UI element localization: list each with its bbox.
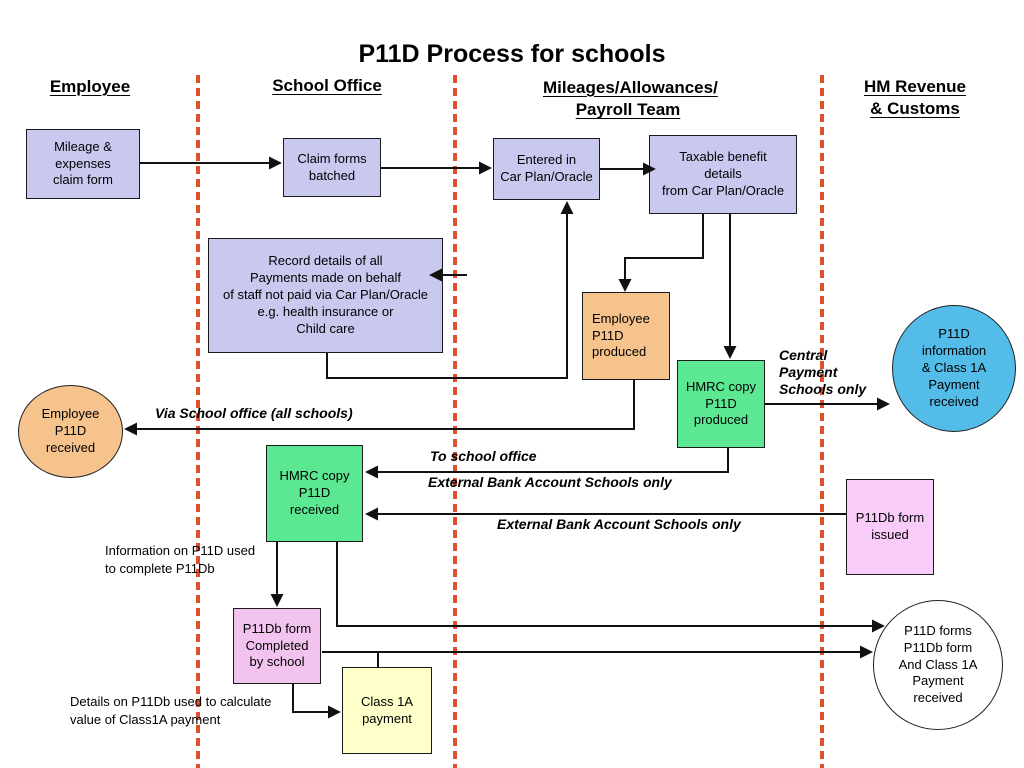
annotation-info-p11d: Information on P11D used to complete P11…: [105, 543, 256, 576]
node-hmrc-copy-p11d-received: HMRC copy P11D received: [266, 445, 363, 542]
node-label: Entered in Car Plan/Oracle: [500, 152, 593, 184]
annotation-details-p11db: Details on P11Db used to calculate value…: [70, 694, 272, 727]
node-label: HMRC copy P11D produced: [685, 378, 757, 428]
node-p11db-form-completed: P11Db form Completed by school: [233, 608, 321, 684]
node-label: Class 1A payment: [360, 693, 414, 726]
page-title: P11D Process for schools: [358, 40, 666, 68]
node-p11d-info-received: P11D information & Class 1A Payment rece…: [892, 305, 1016, 432]
node-hmrc-copy-p11d-produced: HMRC copy P11D produced: [677, 360, 765, 448]
node-record-details: Record details of all Payments made on b…: [208, 238, 443, 353]
lane-header-school-office: School Office: [272, 76, 382, 95]
node-label: Claim forms batched: [297, 150, 367, 183]
node-label: Record details of all Payments made on b…: [223, 253, 428, 336]
node-label: P11Db form Completed by school: [242, 620, 312, 670]
node-label: Mileage & expenses claim form: [53, 138, 113, 188]
node-class1a-payment: Class 1A payment: [342, 667, 432, 754]
arrow-taxable-to-employee-p11d: [618, 214, 704, 292]
node-p11d-forms-received: P11D forms P11Db form And Class 1A Payme…: [873, 600, 1003, 730]
node-mileage-claim-form: Mileage & expenses claim form: [26, 129, 140, 199]
lane-divider-1: [196, 75, 200, 768]
node-label: P11Db form issued: [855, 510, 925, 542]
node-label: Taxable benefit details from Car Plan/Or…: [661, 149, 785, 198]
node-label: Employee P11D received: [41, 406, 100, 455]
annotation-external-bank-1: External Bank Account Schools only: [428, 474, 672, 490]
arrow-received-to-forms-circle: [336, 542, 885, 633]
lane-header-hm-revenue: HM Revenue & Customs: [863, 77, 967, 119]
node-employee-p11d-produced: Employee P11D produced: [582, 292, 670, 380]
node-p11db-form-issued: P11Db form issued: [846, 479, 934, 575]
node-employee-p11d-received: Employee P11D received: [18, 385, 123, 478]
lane-divider-3: [820, 75, 824, 768]
lane-header-employee: Employee: [49, 77, 131, 96]
node-claim-forms-batched: Claim forms batched: [283, 138, 381, 197]
annotation-via-school-office: Via School office (all schools): [155, 405, 353, 421]
annotation-central-payment: Central Payment Schools only: [779, 347, 867, 398]
arrow-produced-to-received: [365, 448, 729, 479]
node-entered-car-plan: Entered in Car Plan/Oracle: [493, 138, 600, 200]
lane-divider-2: [453, 75, 457, 768]
node-label: P11D forms P11Db form And Class 1A Payme…: [898, 622, 978, 706]
node-label: HMRC copy P11D received: [279, 468, 350, 517]
lane-header-payroll-team: Mileages/Allowances/ Payroll Team: [543, 78, 718, 120]
annotation-external-bank-2: External Bank Account Schools only: [497, 516, 741, 532]
node-label: Employee P11D produced: [592, 310, 650, 360]
node-taxable-benefit: Taxable benefit details from Car Plan/Or…: [649, 135, 797, 214]
node-label: P11D information & Class 1A Payment rece…: [921, 326, 987, 409]
annotation-to-school-office: To school office: [430, 448, 537, 464]
arrow-completed-to-class1a: [292, 683, 341, 719]
